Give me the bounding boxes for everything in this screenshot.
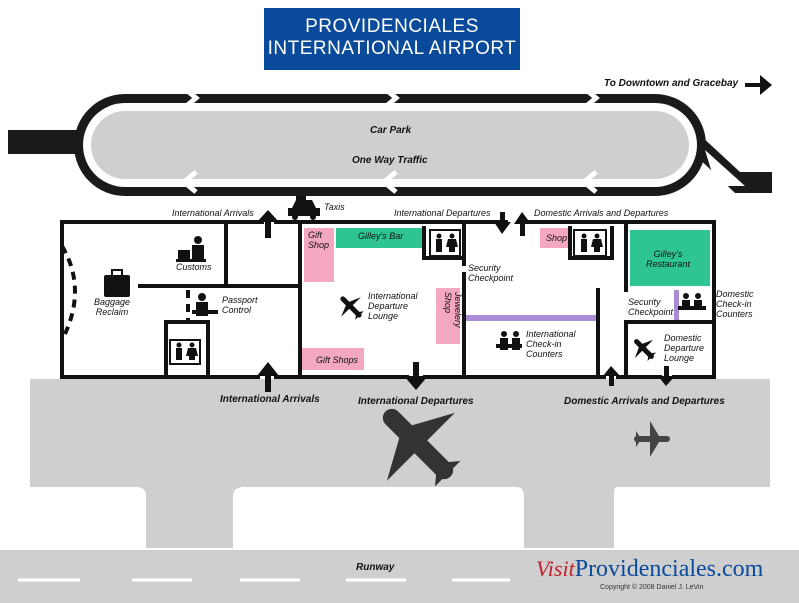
arrow-icon [514, 212, 531, 236]
gift-shop-label: Gift Shop [308, 230, 330, 250]
road [8, 94, 772, 196]
plane-icon [340, 296, 364, 320]
intl-arrivals-apron-label: International Arrivals [220, 394, 320, 405]
shop-area [540, 228, 568, 248]
dashed-boundaries [60, 244, 676, 341]
security-checkpoint-dom-label: Security Checkpoint [628, 297, 674, 317]
taxi-icon [288, 196, 320, 220]
title-line2: INTERNATIONAL AIRPORT [267, 38, 517, 59]
gilleys-restaurant-label: Gilley's Restaurant [646, 249, 691, 269]
shop-label: Shop [546, 233, 568, 243]
intl-arrivals-top-label: International Arrivals [172, 208, 254, 218]
gilleys-restaurant-area [630, 230, 710, 286]
customs-icon [176, 236, 206, 262]
title-line1: PROVIDENCIALES [305, 16, 479, 37]
plane-icon [634, 339, 657, 362]
dom-checkin-label: Domestic Check-in Counters [716, 289, 754, 319]
one-way-label: One Way Traffic [352, 155, 428, 166]
arrow-icon [494, 212, 511, 234]
arrow-icon [257, 210, 279, 238]
copyright: Copyright © 2008 Daniel J. LeVin [600, 584, 704, 591]
arrow-icon [658, 366, 675, 386]
plane-icon [634, 421, 670, 457]
checkin-icon [678, 293, 706, 310]
jewelery-shop-label: Jewelery Shop [442, 292, 463, 328]
brand-visit: Visit [536, 556, 575, 581]
restroom-icon [573, 229, 607, 257]
passport-icon [192, 293, 218, 316]
customs-label: Customs [176, 262, 212, 272]
baggage-reclaim-label: Baggage Reclaim [94, 297, 131, 317]
arrow-icon [257, 362, 279, 392]
dom-lounge-label: Domestic Departure Lounge [664, 333, 705, 363]
intl-lounge-label: International Departure Lounge [368, 291, 418, 321]
to-downtown-label: To Downtown and Gracebay [604, 78, 739, 89]
checkin-icon [496, 331, 522, 350]
arrow-icon [745, 75, 772, 95]
title-banner: PROVIDENCIALES INTERNATIONAL AIRPORT [264, 8, 520, 70]
domestic-top-label: Domestic Arrivals and Departures [534, 208, 669, 218]
taxis-label: Taxis [324, 202, 345, 212]
luggage-icon [104, 269, 130, 297]
brand-logo: VisitProvidenciales.com [536, 556, 763, 583]
entrance-arrows [257, 210, 675, 392]
road-arrows [180, 86, 600, 194]
arrow-icon [404, 362, 428, 390]
arrow-icon [603, 366, 620, 386]
intl-departures-top-label: International Departures [394, 208, 491, 218]
terminal-walls [60, 220, 716, 379]
security-checkpoint-intl-label: Security Checkpoint [468, 263, 514, 283]
intl-checkin-label: International Check-in Counters [526, 329, 576, 359]
gift-shops-area [302, 348, 364, 370]
security-line [466, 315, 596, 321]
runway [0, 550, 799, 603]
car-park-label: Car Park [370, 125, 412, 136]
gift-shop-area [304, 228, 334, 282]
jewelery-shop-area [436, 288, 460, 344]
gilleys-bar-label: Gilley's Bar [358, 231, 404, 241]
domestic-security-line [674, 290, 679, 320]
gilleys-bar-area [336, 228, 422, 248]
domestic-apron-label: Domestic Arrivals and Departures [564, 396, 725, 407]
intl-departures-apron-label: International Departures [358, 396, 474, 407]
restroom-icon [169, 339, 201, 365]
passport-control-label: Passport Control [222, 295, 258, 315]
runway-label: Runway [356, 562, 395, 573]
restroom-icon [429, 229, 461, 257]
gift-shops-label: Gift Shops [316, 355, 359, 365]
brand-name: Providenciales.com [574, 556, 764, 582]
